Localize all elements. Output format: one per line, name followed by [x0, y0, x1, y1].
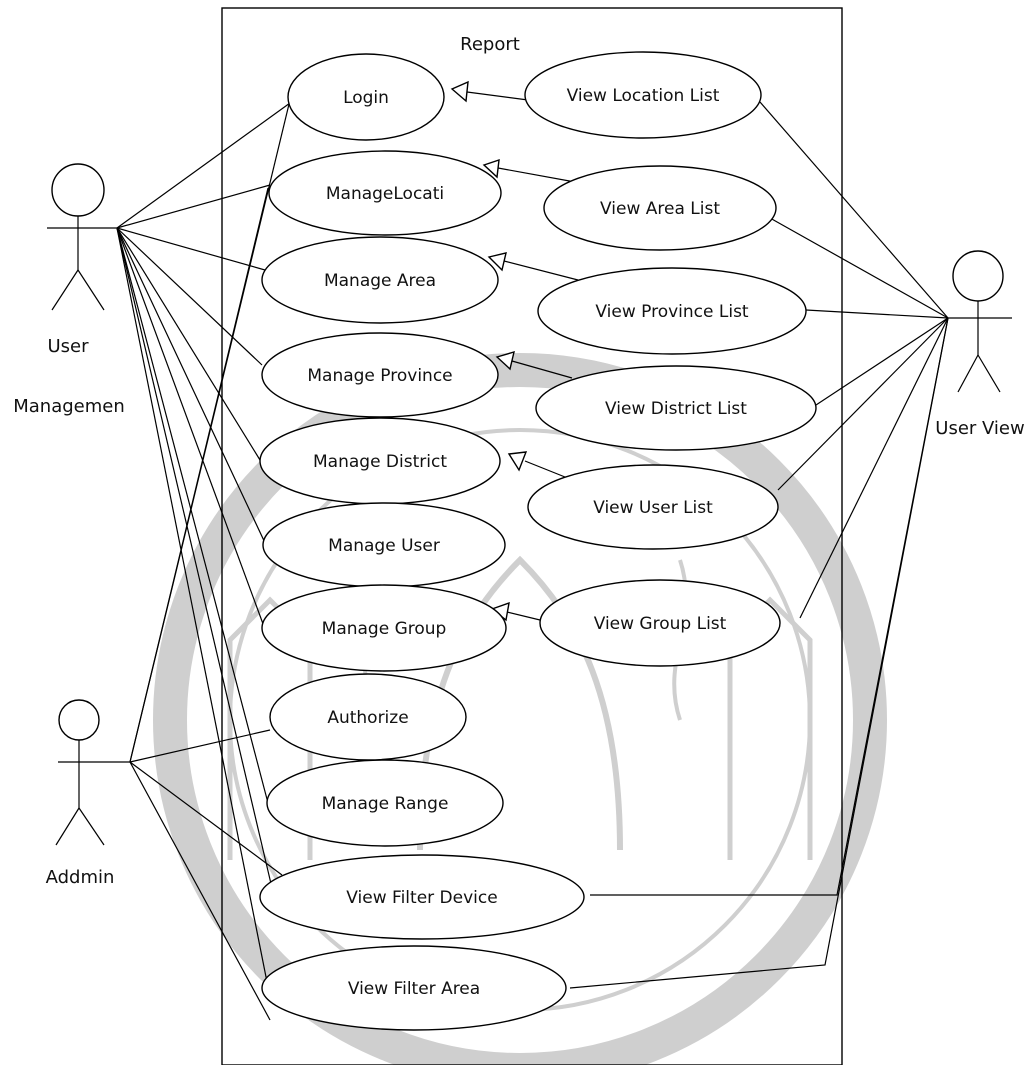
use-case-manage-district[interactable]: Manage District: [259, 417, 501, 505]
use-case-view-filter-area[interactable]: View Filter Area: [261, 945, 567, 1031]
use-case-view-location-list[interactable]: View Location List: [524, 51, 762, 139]
actor-name: User View: [935, 418, 1024, 439]
use-case-manage-group[interactable]: Manage Group: [261, 584, 507, 672]
actor-user-view[interactable]: User View: [935, 250, 1025, 439]
use-case-label: Login: [343, 88, 389, 108]
use-case-label: ManageLocati: [326, 184, 444, 204]
use-case-manage-user[interactable]: Manage User: [262, 502, 506, 588]
use-case-view-district-list[interactable]: View District List: [535, 365, 817, 451]
use-case-manage-province[interactable]: Manage Province: [261, 332, 499, 418]
use-case-label: Manage User: [328, 536, 440, 556]
use-case-label: Manage Group: [322, 619, 447, 639]
use-case-label: View Area List: [600, 199, 720, 219]
use-case-view-user-list[interactable]: View User List: [527, 464, 779, 550]
user-management-associations: [116, 102, 291, 988]
use-case-label: View User List: [593, 498, 713, 518]
use-case-manage-area[interactable]: Manage Area: [261, 236, 499, 324]
use-case-label: View District List: [605, 399, 747, 419]
use-case-label: View Group List: [594, 614, 727, 634]
actor-admin[interactable]: Addmin: [46, 699, 130, 888]
use-case-label: View Filter Area: [348, 979, 480, 999]
use-case-manage-location[interactable]: ManageLocati: [268, 150, 502, 236]
stick-figure-icon: [47, 163, 117, 311]
use-case-login[interactable]: Login: [287, 53, 445, 141]
use-case-view-area-list[interactable]: View Area List: [543, 165, 777, 251]
system-boundary: [221, 7, 843, 1065]
user-view-associations: [569, 101, 949, 989]
use-case-view-filter-device[interactable]: View Filter Device: [259, 854, 585, 940]
stick-figure-icon: [55, 699, 130, 846]
use-case-label: Manage Range: [322, 794, 449, 814]
admin-associations: [129, 99, 291, 1021]
use-case-manage-range[interactable]: Manage Range: [266, 759, 504, 847]
use-case-label: Manage Province: [307, 366, 452, 386]
use-case-label: View Location List: [567, 86, 720, 106]
use-case-label: Manage District: [313, 452, 447, 472]
actor-user-management[interactable]: User Managemen: [13, 163, 125, 417]
generalization-arrows: [450, 80, 581, 622]
use-case-authorize[interactable]: Authorize: [269, 673, 467, 761]
stick-figure-icon: [948, 250, 1012, 393]
use-case-view-province-list[interactable]: View Province List: [537, 267, 807, 355]
use-case-label: View Filter Device: [346, 888, 497, 908]
use-case-label: Manage Area: [324, 271, 436, 291]
use-case-label: View Province List: [595, 302, 749, 322]
use-case-view-group-list[interactable]: View Group List: [539, 579, 781, 667]
actor-name: User: [47, 336, 89, 357]
use-case-label: Authorize: [327, 708, 408, 728]
system-title: Report: [460, 34, 520, 55]
actor-name-line2: Managemen: [13, 396, 125, 417]
actor-name: Addmin: [46, 867, 115, 888]
